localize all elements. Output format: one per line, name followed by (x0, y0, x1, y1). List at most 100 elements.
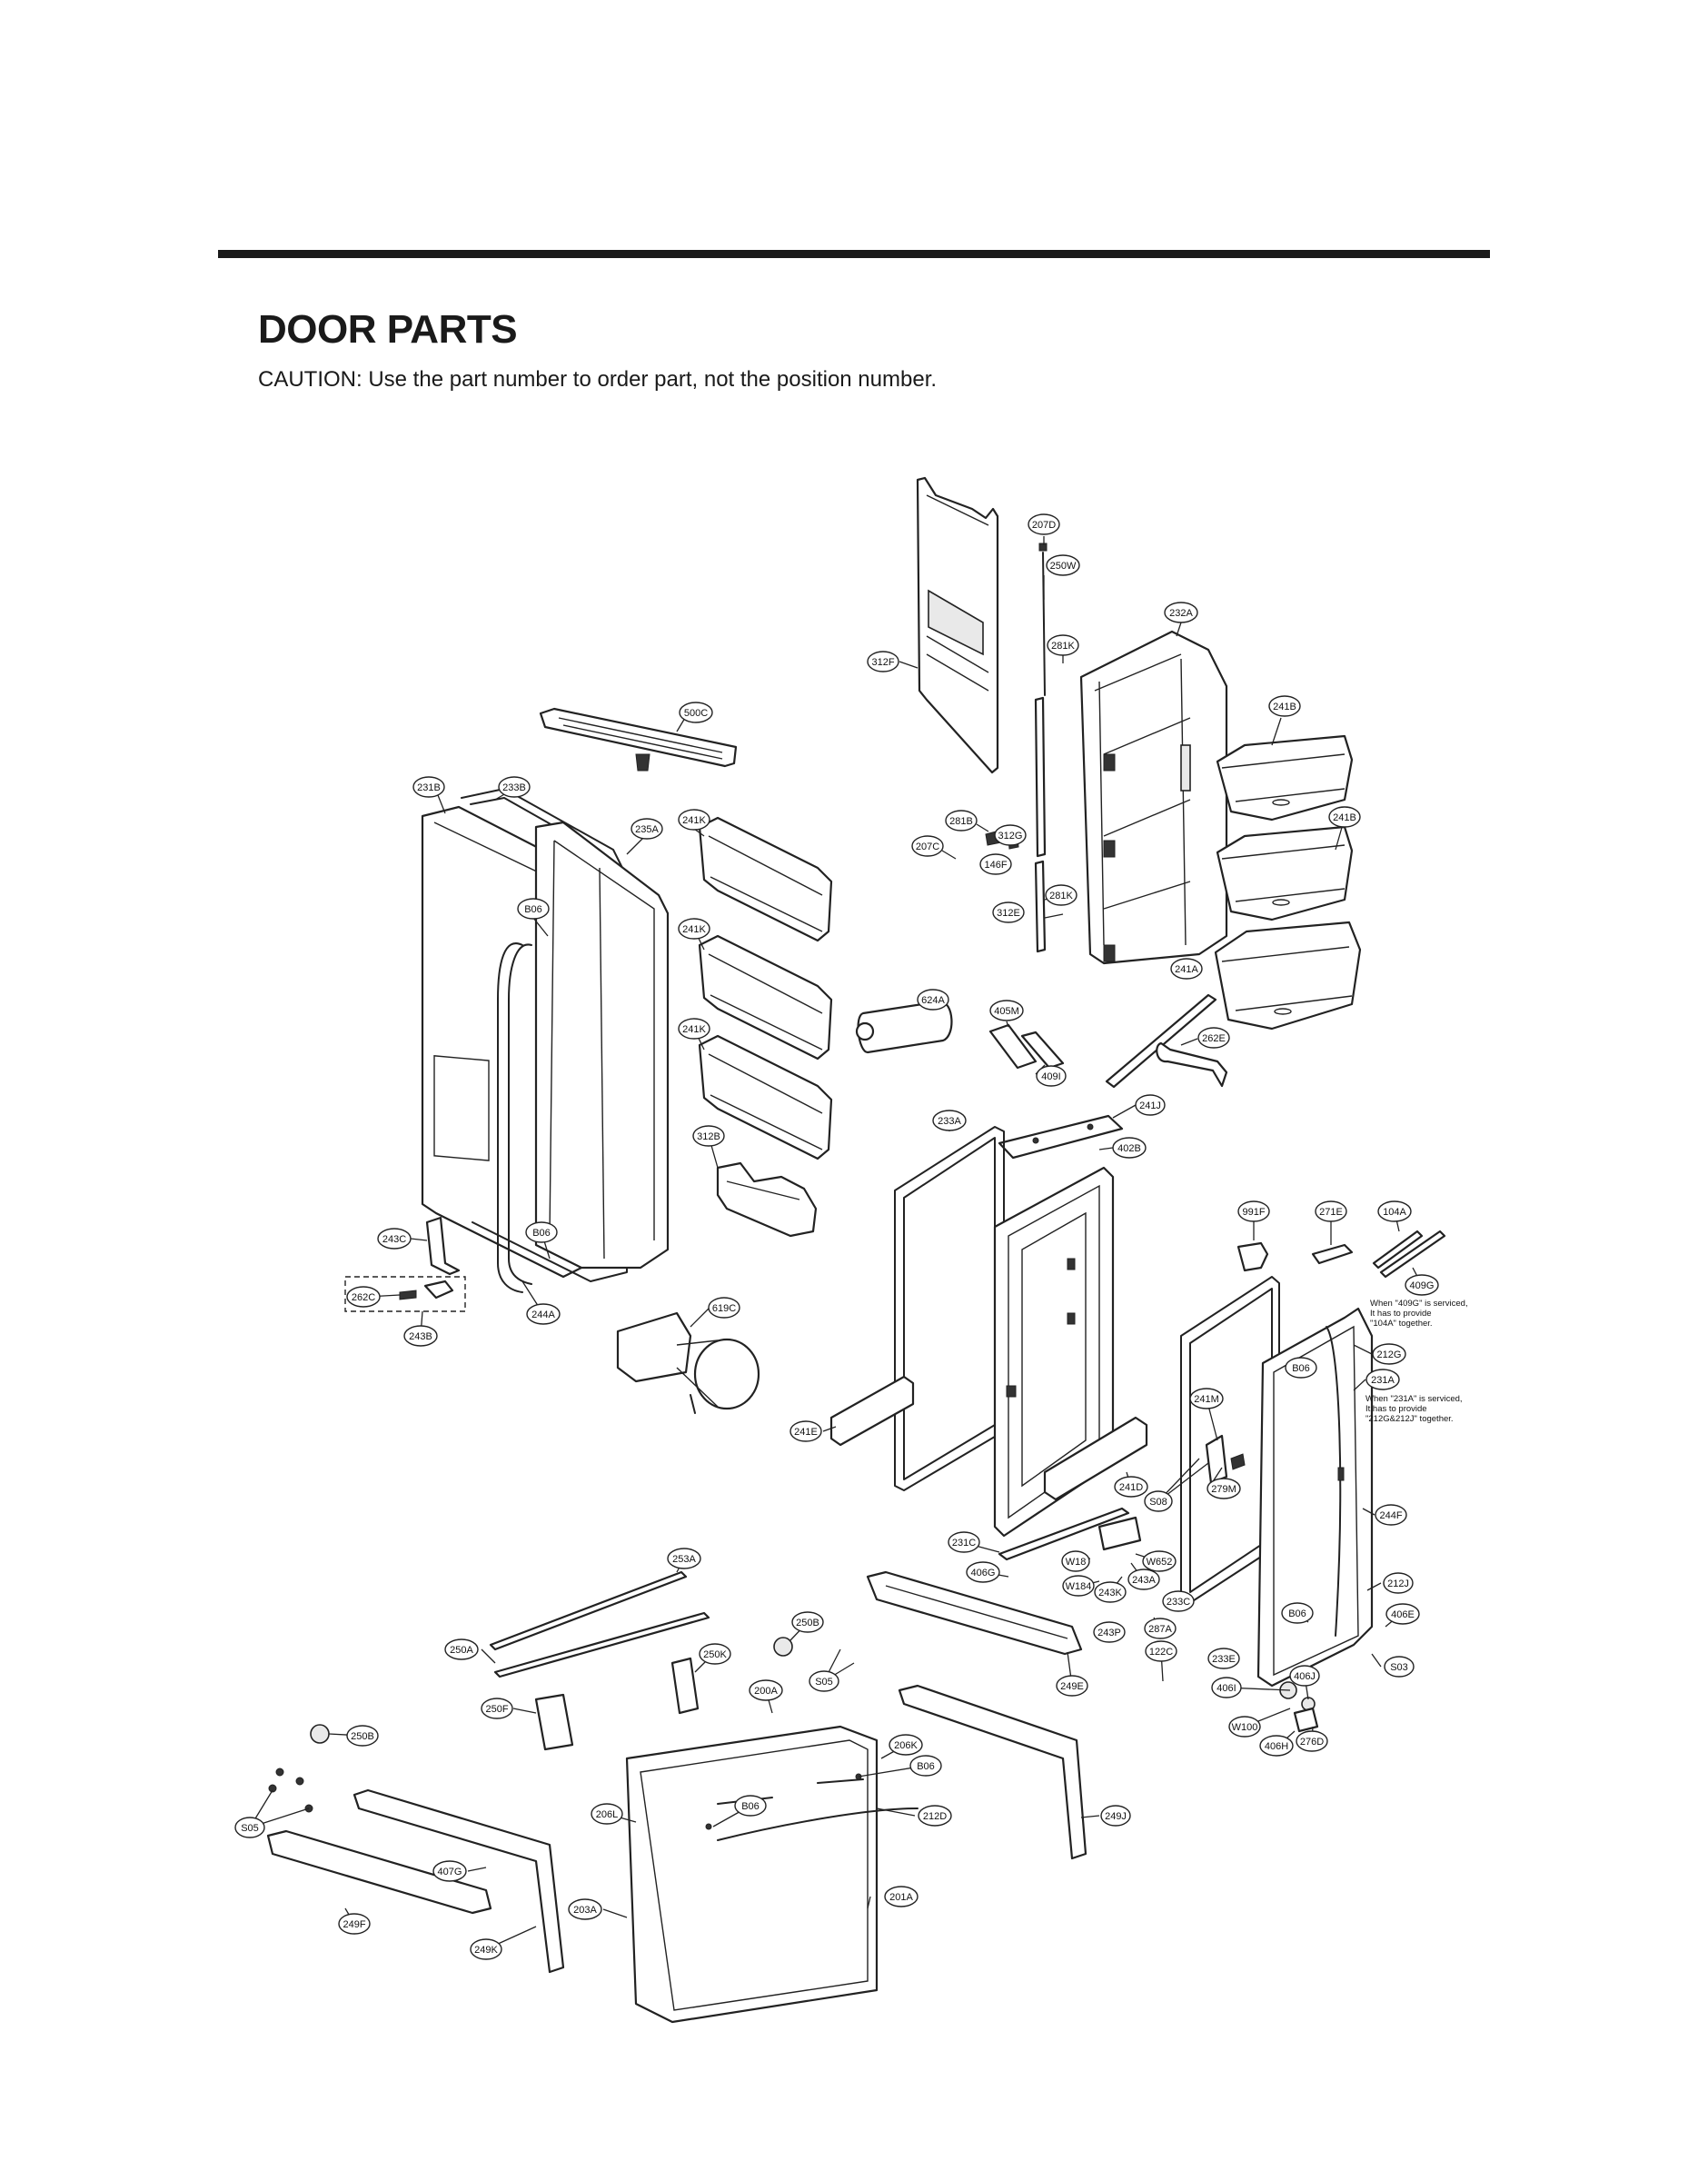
strip-250a (493, 1611, 710, 1678)
callout-241b-1: 241B (1268, 695, 1301, 717)
gear-250b-2 (310, 1724, 330, 1744)
svg-text:312F: 312F (871, 657, 894, 668)
svg-text:250F: 250F (485, 1704, 508, 1715)
callout-405m: 405M (989, 1000, 1024, 1021)
svg-text:It has to provide: It has to provide (1370, 1309, 1432, 1319)
svg-text:212D: 212D (923, 1811, 947, 1822)
svg-text:250W: 250W (1050, 561, 1077, 572)
callout-262e: 262E (1197, 1027, 1230, 1049)
callout-271e: 271E (1315, 1200, 1347, 1222)
svg-text:406I: 406I (1216, 1683, 1236, 1694)
svg-text:241E: 241E (794, 1427, 818, 1438)
callout-241k-3: 241K (678, 1018, 710, 1040)
callout-250f: 250F (481, 1698, 513, 1719)
hinge-500c (539, 707, 738, 772)
callout-249e: 249E (1056, 1675, 1088, 1697)
svg-text:212G: 212G (1377, 1349, 1402, 1360)
svg-text:253A: 253A (672, 1554, 696, 1565)
svg-text:W652: W652 (1147, 1557, 1173, 1568)
callout-104a: 104A (1377, 1200, 1412, 1222)
svg-text:212J: 212J (1387, 1578, 1409, 1589)
shroud-232a (1079, 630, 1228, 965)
callout-250k: 250K (699, 1643, 731, 1665)
svg-text:203A: 203A (573, 1905, 597, 1916)
callout-250w: 250W (1046, 554, 1080, 576)
callout-203a: 203A (568, 1898, 602, 1920)
svg-text:243K: 243K (1098, 1588, 1122, 1598)
callout-406h: 406H (1259, 1735, 1294, 1757)
rail-249j (898, 1684, 1087, 1860)
callout-407g: 407G (432, 1860, 467, 1882)
page-title: DOOR PARTS (258, 307, 518, 352)
assembly-406 (1279, 1681, 1319, 1733)
svg-text:207D: 207D (1032, 520, 1056, 531)
callout-233a: 233A (932, 1110, 967, 1131)
svg-text:B06: B06 (1288, 1608, 1306, 1619)
svg-text:276D: 276D (1300, 1737, 1324, 1748)
svg-text:W100: W100 (1232, 1722, 1258, 1733)
callout-281k-2: 281K (1045, 884, 1077, 906)
callout-409g: 409G (1405, 1274, 1439, 1296)
svg-text:406J: 406J (1294, 1671, 1316, 1682)
svg-text:250A: 250A (450, 1645, 473, 1656)
callout-279m: 279M (1207, 1478, 1241, 1499)
svg-text:287A: 287A (1148, 1624, 1172, 1635)
svg-text:249F: 249F (343, 1919, 365, 1930)
svg-text:"104A" together.: "104A" together. (1370, 1319, 1433, 1329)
svg-text:241K: 241K (682, 1024, 706, 1035)
clip-250k (670, 1657, 700, 1715)
callout-207c: 207C (911, 835, 944, 857)
callout-146f: 146F (979, 853, 1012, 875)
svg-text:200A: 200A (754, 1686, 778, 1697)
svg-text:244F: 244F (1379, 1510, 1402, 1521)
svg-text:991F: 991F (1242, 1207, 1265, 1218)
svg-text:233A: 233A (938, 1116, 961, 1127)
callout-s05-2: S05 (234, 1817, 265, 1838)
bracket-250f (534, 1693, 574, 1751)
bracket-312b (716, 1161, 818, 1238)
svg-text:249E: 249E (1060, 1681, 1084, 1692)
callout-233b: 233B (498, 776, 531, 798)
callout-235a: 235A (631, 818, 663, 840)
callout-231a: 231A (1365, 1369, 1400, 1390)
callout-212j: 212J (1383, 1572, 1414, 1594)
svg-text:243B: 243B (409, 1331, 432, 1342)
callout-212d: 212D (918, 1805, 952, 1827)
bracket-243c (425, 1216, 461, 1276)
clip-409i (1020, 1031, 1065, 1070)
callout-249k: 249K (470, 1938, 502, 1960)
group-box-262c (344, 1276, 466, 1312)
callout-624a: 624A (917, 989, 949, 1011)
callout-243p: 243P (1093, 1621, 1126, 1643)
callout-207d: 207D (1028, 513, 1060, 535)
callout-b06-4: B06 (1281, 1602, 1314, 1624)
gear-250b-1 (773, 1637, 793, 1657)
drawer-front-201a (625, 1725, 919, 2024)
callout-241d: 241D (1114, 1476, 1148, 1498)
svg-text:146F: 146F (984, 860, 1007, 871)
panel-312f (916, 476, 999, 774)
callout-312e: 312E (992, 901, 1025, 923)
svg-text:241K: 241K (682, 924, 706, 935)
callout-s05-1: S05 (809, 1670, 839, 1692)
callout-b06-2: B06 (525, 1221, 558, 1243)
bin-241k-1 (698, 816, 833, 942)
svg-text:312B: 312B (697, 1131, 720, 1142)
callout-250b-1: 250B (791, 1611, 824, 1633)
svg-text:624A: 624A (921, 995, 945, 1006)
rail-231c (998, 1507, 1142, 1561)
hinge-279m (1205, 1434, 1246, 1485)
svg-text:206K: 206K (894, 1740, 918, 1751)
callout-243b: 243B (403, 1325, 438, 1347)
svg-text:281K: 281K (1051, 641, 1075, 652)
callout-287a: 287A (1144, 1618, 1177, 1639)
svg-text:407G: 407G (438, 1867, 462, 1877)
callout-406g: 406G (966, 1561, 1000, 1583)
callout-250b-2: 250B (346, 1725, 379, 1747)
callout-249j: 249J (1100, 1805, 1131, 1827)
callout-276d: 276D (1296, 1730, 1328, 1752)
callout-241k-2: 241K (678, 918, 710, 940)
callout-206l: 206L (591, 1803, 623, 1825)
callout-262c: 262C (346, 1286, 381, 1308)
svg-text:409I: 409I (1041, 1071, 1060, 1082)
